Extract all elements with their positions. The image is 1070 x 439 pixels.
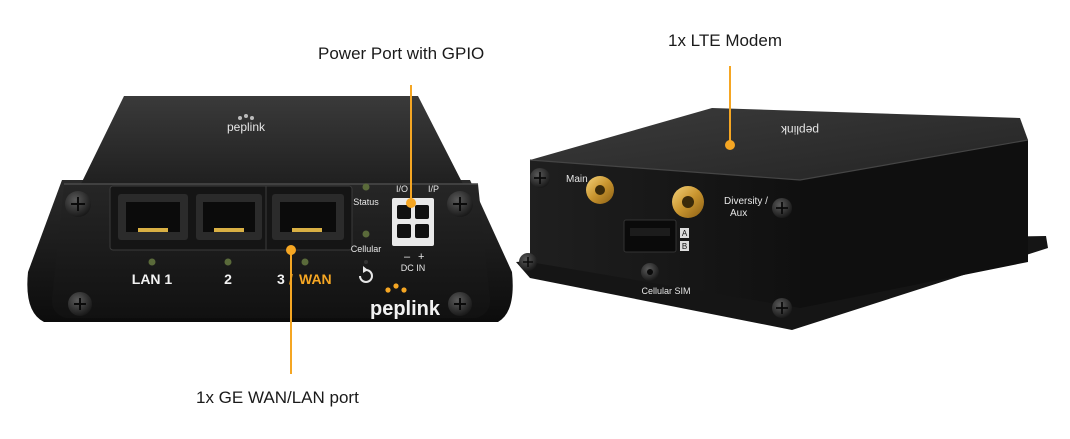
led-cellular <box>362 230 370 238</box>
screw-icon <box>447 191 473 217</box>
leader-lte-modem <box>725 66 735 150</box>
label-io: I/O <box>396 184 408 194</box>
leader-power-port <box>406 85 416 208</box>
screw-icon <box>530 168 550 188</box>
side-device: peplink Main Diversity / Aux A B Cellula… <box>516 108 1048 330</box>
label-diversity: Diversity / <box>724 196 768 207</box>
label-dc-in: DC IN <box>401 263 426 273</box>
led-lan1 <box>148 258 156 266</box>
rj45-port-lan1[interactable] <box>118 194 188 240</box>
brand-logo-front: peplink <box>370 283 441 320</box>
callout-ge-wan-lan: 1x GE WAN/LAN port <box>196 388 359 407</box>
port-label-3: 3 <box>277 271 285 287</box>
led-3 <box>301 258 309 266</box>
screw-icon <box>65 191 91 217</box>
label-main: Main <box>566 174 588 185</box>
label-status: Status <box>353 197 379 207</box>
label-plus: + <box>418 251 424 263</box>
screw-icon <box>448 292 472 316</box>
antenna-connector-main[interactable] <box>586 176 614 204</box>
led-2 <box>224 258 232 266</box>
power-port[interactable] <box>392 198 434 246</box>
screw-icon <box>519 253 537 271</box>
label-minus: – <box>404 251 411 263</box>
svg-text:peplink: peplink <box>227 120 266 134</box>
callout-power-port: Power Port with GPIO <box>318 44 485 63</box>
callout-lte-modem: 1x LTE Modem <box>668 31 783 50</box>
sim-eject-button[interactable] <box>641 263 659 281</box>
screw-icon <box>772 198 792 218</box>
label-cellular: Cellular <box>351 244 382 254</box>
front-device: peplink LAN 1 2 3 / WAN <box>27 96 513 322</box>
leader-ge-wan-lan <box>286 245 296 374</box>
sim-slot-a-marker <box>680 228 689 238</box>
led-status <box>362 183 370 191</box>
sim-slot-a-label: A <box>682 229 688 238</box>
rj45-port-2[interactable] <box>196 194 262 240</box>
svg-text:peplink: peplink <box>370 298 441 320</box>
screw-icon <box>68 292 92 316</box>
label-cellular-sim: Cellular SIM <box>641 286 690 296</box>
screw-icon <box>772 298 792 318</box>
label-ip: I/P <box>428 184 439 194</box>
port-label-2: 2 <box>224 271 232 287</box>
sim-slot-b-label: B <box>682 242 687 251</box>
port-label-wan: WAN <box>299 271 332 287</box>
brand-logo-top: peplink <box>227 114 266 134</box>
antenna-connector-diversity[interactable] <box>672 186 704 218</box>
port-label-lan1: LAN 1 <box>132 271 173 287</box>
label-aux: Aux <box>730 208 747 219</box>
brand-logo-side: peplink <box>780 123 819 137</box>
rj45-port-3-wan[interactable] <box>272 194 344 240</box>
sim-slot[interactable] <box>623 219 677 253</box>
sim-slot-b-marker <box>680 241 689 251</box>
reset-button[interactable] <box>359 260 373 283</box>
